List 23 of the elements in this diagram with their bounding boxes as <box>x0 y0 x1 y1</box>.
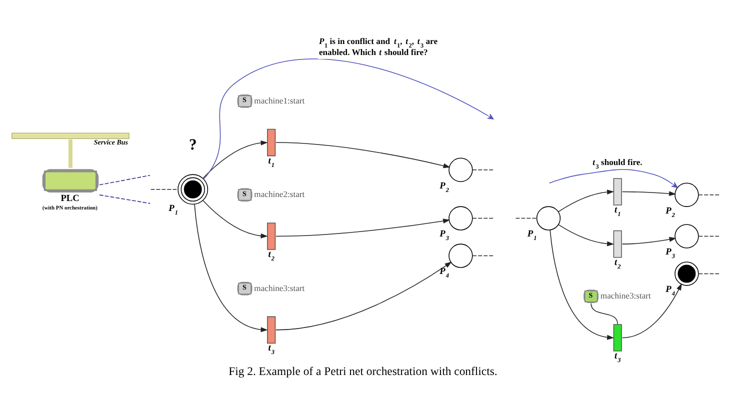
node-label: P$_{3}$ <box>440 229 449 242</box>
node-label: P$_{2}$ <box>440 180 449 194</box>
node-label: P$_{3}$ <box>666 247 676 260</box>
node-label: ? <box>188 136 197 154</box>
node-label: P$_{1}$ <box>168 203 178 216</box>
node-label: PLC <box>60 193 80 204</box>
node-label: machine1:start <box>254 94 305 105</box>
node-label: t$_{3}$ <box>614 351 621 364</box>
node-label: machine2:start <box>254 188 305 199</box>
edge-label: t$_{3}$ should fire. <box>592 156 642 170</box>
node-label: machine3:start <box>600 290 651 300</box>
node-label: t$_{2}$ <box>614 257 621 270</box>
node-label: t$_{3}$ <box>268 343 274 356</box>
caption: Fig 2. Example of a Petri net orchestration with conflicts. <box>228 364 498 378</box>
node-label: P$_{4}$ <box>440 266 449 280</box>
node-label: machine3:start <box>254 282 305 292</box>
node-label: P$_{2}$ <box>666 206 676 218</box>
node-label: P$_{4}$ <box>666 284 676 298</box>
edge-label: P$_{1}$ is in conflict and t$_{1}$, t$_{2}$, t$_{3}$ are enabled. Which t should fire? <box>318 35 438 56</box>
node-label: t$_{1}$ <box>268 156 274 168</box>
node-label: t$_{1}$ <box>614 205 621 218</box>
node-label: P$_{1}$ <box>527 229 537 242</box>
node-label: t$_{2}$ <box>268 250 274 262</box>
